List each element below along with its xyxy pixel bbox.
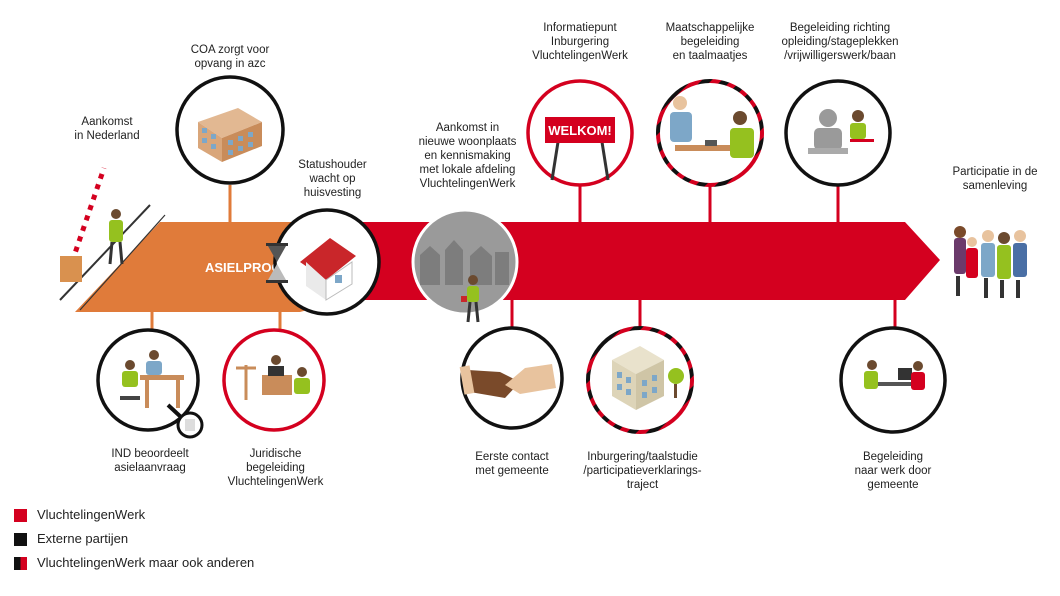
woonplaats-circle: [411, 208, 519, 323]
step-woonplaats: Aankomst in nieuwe woonplaats en kennism…: [418, 122, 517, 190]
legend-swatch-red: [14, 508, 27, 522]
house-icon: [300, 238, 356, 301]
step-coa: COA zorgt voor opvang in azc: [190, 44, 270, 70]
legend-label: VluchtelingenWerk maar ook anderen: [37, 555, 255, 570]
werk-gemeente-circle: [839, 326, 947, 434]
legend-label: VluchtelingenWerk: [37, 507, 146, 522]
step-maatschappelijk: Maatschappelijke begeleiding en taalmaat…: [665, 22, 755, 62]
step-begeleiding-opleiding: Begeleiding richting opleiding/stageplek…: [781, 22, 899, 62]
court-icon: [236, 355, 310, 400]
legend-item-extern: Externe partijen: [14, 531, 128, 547]
participation-group-icon: [954, 226, 1027, 298]
legend-item-mixed: VluchtelingenWerk maar ook anderen: [14, 555, 254, 571]
step-statushouder: Statushouder wacht op huisvesting: [298, 159, 367, 199]
statushouder-circle: [266, 208, 381, 316]
interview-icon: [120, 350, 184, 408]
arriving-person-icon: [108, 209, 124, 265]
legend-swatch-black: [14, 532, 27, 546]
step-participatie: Participatie in de samenleving: [952, 166, 1038, 192]
eerste-contact-circle: [459, 326, 564, 430]
begeleiding-opleiding-circle: [784, 79, 892, 187]
school-icon: [612, 346, 684, 410]
step-werk-gemeente: Begeleiding naar werk door gemeente: [854, 451, 932, 491]
step-eerste-contact: Eerste contact met gemeente: [475, 451, 549, 477]
handshake-icon: [459, 364, 556, 398]
coa-circle: [175, 75, 285, 185]
informatiepunt-circle: WELKOM!: [526, 79, 634, 187]
ind-circle: [96, 328, 204, 439]
step-aankomst: Aankomst in Nederland: [74, 116, 140, 142]
border-barrier-icon: [60, 167, 107, 282]
office-desk-icon: [864, 360, 925, 390]
step-inburgering: Inburgering/taalstudie /participatieverk…: [583, 451, 702, 491]
inburgering-circle: [586, 326, 694, 434]
step-informatiepunt: Informatiepunt Inburgering Vluchtelingen…: [532, 22, 628, 62]
juridisch-circle: [222, 328, 326, 432]
welcome-sign: [545, 117, 615, 143]
building-icon: [198, 108, 262, 162]
maatschappelijk-circle: [656, 79, 764, 187]
welcome-sign-text: WELKOM!: [548, 123, 612, 138]
mentoring-icon: [808, 109, 874, 154]
legend-item-vluchtelingenwerk: VluchtelingenWerk: [14, 507, 145, 523]
step-juridisch: Juridische begeleiding VluchtelingenWerk: [227, 448, 324, 488]
legend-label: Externe partijen: [37, 531, 129, 546]
legend-swatch-mixed: [14, 556, 27, 570]
walking-person-icon: [461, 275, 480, 323]
conversation-icon: [670, 96, 754, 158]
step-ind: IND beoordeelt asielaanvraag: [111, 448, 189, 474]
magnifier-icon: [166, 403, 204, 439]
hourglass-icon: [266, 243, 288, 283]
